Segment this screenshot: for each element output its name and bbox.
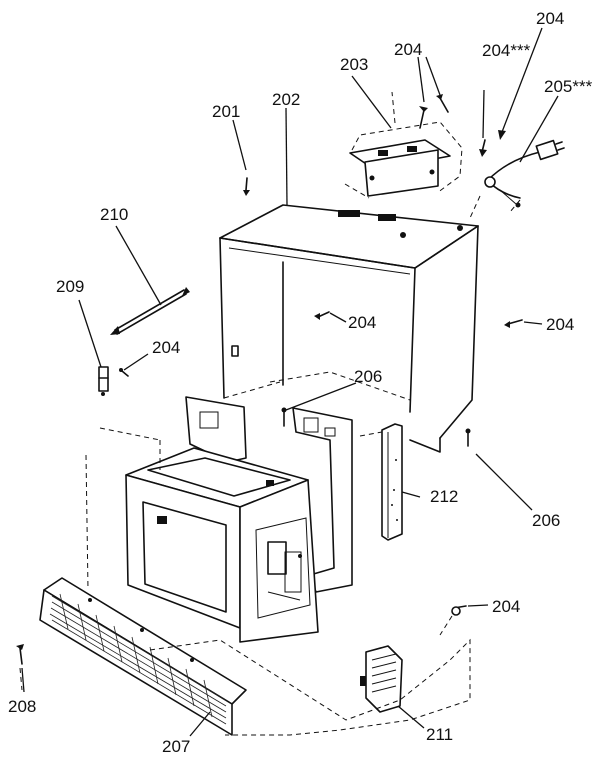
rod <box>110 287 190 335</box>
screw-center <box>314 311 330 320</box>
callout-205: 205*** <box>544 77 593 96</box>
screw-top-pair <box>419 94 449 129</box>
grille-hatching <box>49 593 227 725</box>
screw-208 <box>16 644 24 691</box>
callout-204-right: 204 <box>546 315 574 334</box>
callout-204-center: 204 <box>348 313 376 332</box>
front-grille <box>39 454 247 736</box>
leader-lines <box>21 27 559 737</box>
callout-204-top-right: 204 <box>536 9 564 28</box>
power-cord <box>469 139 565 219</box>
callout-207: 207 <box>162 737 190 756</box>
screw-left <box>119 368 129 377</box>
callout-204-stars: 204*** <box>482 41 531 60</box>
callout-204-bottom: 204 <box>492 597 520 616</box>
latch <box>98 366 109 396</box>
screw-right <box>504 319 523 328</box>
callout-202: 202 <box>272 90 300 109</box>
callout-209: 209 <box>56 277 84 296</box>
callout-208: 208 <box>8 697 36 716</box>
mounting-strip <box>359 423 403 541</box>
callout-212: 212 <box>430 487 458 506</box>
screw-upper-left <box>243 177 250 196</box>
callout-204-top: 204 <box>394 40 422 59</box>
callout-210: 210 <box>100 205 128 224</box>
outer-cabinet <box>219 204 479 453</box>
callout-201: 201 <box>212 102 240 121</box>
panel-bracket <box>149 638 471 736</box>
callout-204-left: 204 <box>152 338 180 357</box>
screw-bottom-right <box>439 605 467 636</box>
top-bracket <box>344 91 463 199</box>
screw-206-right <box>465 428 471 447</box>
callout-211: 211 <box>426 725 453 744</box>
callout-206-center: 206 <box>354 367 382 386</box>
screw-206-center <box>281 407 287 427</box>
callout-206-right: 206 <box>532 511 560 530</box>
callouts: 201 202 203 204 204 204*** 205*** 210 20… <box>8 9 593 756</box>
cord-terminal <box>479 139 487 157</box>
callout-203: 203 <box>340 55 368 74</box>
oven-cavity <box>99 396 353 643</box>
